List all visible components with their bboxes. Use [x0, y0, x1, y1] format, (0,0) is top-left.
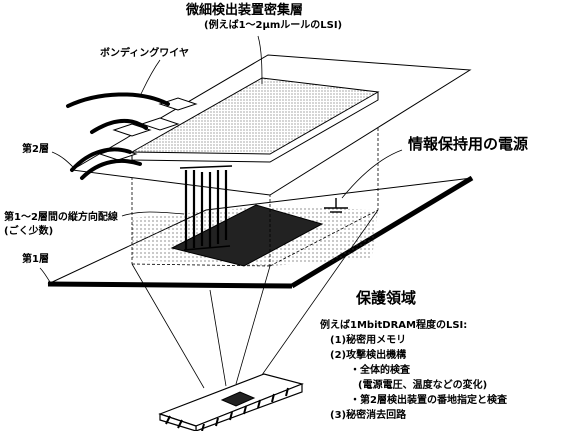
title-leader — [257, 35, 263, 85]
layer1-front-edge — [47, 281, 293, 289]
layer1-chip-region — [170, 204, 324, 267]
protected-area-details: 例えば1MbitDRAM程度のLSI: (1)秘密用メモリ (2)攻撃検出機構 … — [320, 318, 507, 423]
layer1-label: 第1層 — [22, 254, 49, 265]
vertical-wiring-leader — [121, 211, 185, 217]
title-label: 微細検出装置密集層 — [186, 3, 304, 18]
vertical-wiring — [184, 170, 228, 250]
power-leader — [341, 149, 403, 199]
info-power-label: 情報保持用の電源 — [408, 135, 529, 153]
details-item-2b: ・第2層検出装置の番地指定と検査 — [350, 395, 507, 406]
vertical-wiring-label-1: 第1～2層間の縦方向配線 — [4, 212, 118, 223]
bonding-wire-leader — [139, 59, 161, 97]
layer2-leader — [51, 151, 75, 169]
details-intro: 例えば1MbitDRAM程度のLSI: — [320, 320, 468, 331]
layer1-leader — [39, 267, 51, 283]
layer1-right-edge — [290, 175, 474, 289]
vertical-wiring-connections — [179, 165, 233, 251]
details-item-2: (2)攻撃検出機構 — [330, 350, 407, 361]
detection-box-outline — [131, 92, 379, 163]
details-item-1: (1)秘密用メモリ — [330, 335, 407, 346]
details-item-2a: ・全体的検査 — [350, 365, 410, 376]
layer2-label: 第2層 — [22, 144, 49, 155]
details-item-3: (3)秘密消去回路 — [330, 410, 407, 421]
bonding-wires — [66, 92, 170, 180]
chip-package — [158, 373, 304, 431]
vertical-wiring-label-2: (ごく少数) — [4, 226, 54, 237]
bonding-wire-label: ボンディングワイヤ — [100, 48, 189, 59]
protected-area-label: 保護領域 — [356, 289, 417, 307]
details-item-2a-note: (電源電圧、温度などの変化) — [358, 380, 488, 391]
chip-pins — [165, 387, 289, 431]
projection-lines — [131, 209, 379, 393]
dashed-box — [131, 118, 379, 267]
power-source-symbol — [324, 198, 348, 213]
title-sub-label: (例えば1～2μmルールのLSI) — [204, 20, 343, 31]
